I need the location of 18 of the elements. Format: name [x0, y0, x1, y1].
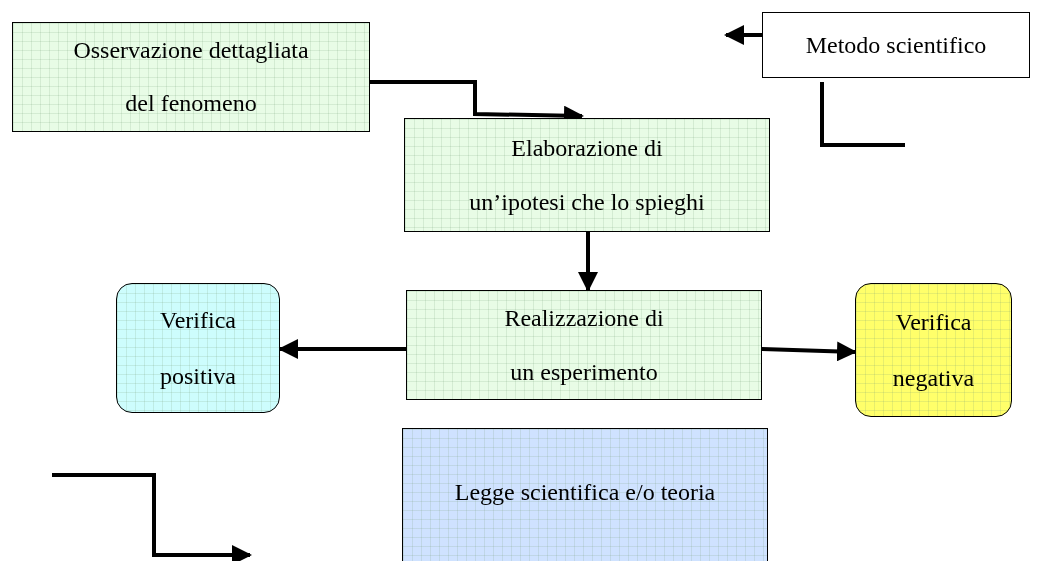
process-box [402, 428, 768, 561]
process-box [406, 290, 762, 400]
process-box [762, 12, 1030, 78]
arrow [724, 25, 762, 45]
arrow [278, 339, 406, 359]
process-box [116, 283, 280, 413]
box-text: Osservazione dettagliata del fenomeno [72, 36, 310, 118]
box-text: Legge scientifica e/o teoria [454, 478, 716, 507]
box-text: Elaborazione di un’ipotesi che lo spieghi [468, 134, 706, 217]
process-box [12, 22, 370, 132]
process-box [855, 283, 1012, 417]
box-text: Metodo scientifico [805, 31, 987, 60]
box-text: Realizzazione di un esperimento [503, 304, 665, 387]
box-text: Verifica positiva [159, 306, 237, 391]
arrow [578, 232, 598, 292]
process-box [404, 118, 770, 232]
arrow [761, 341, 857, 362]
box-text: Verifica negativa [891, 308, 976, 393]
